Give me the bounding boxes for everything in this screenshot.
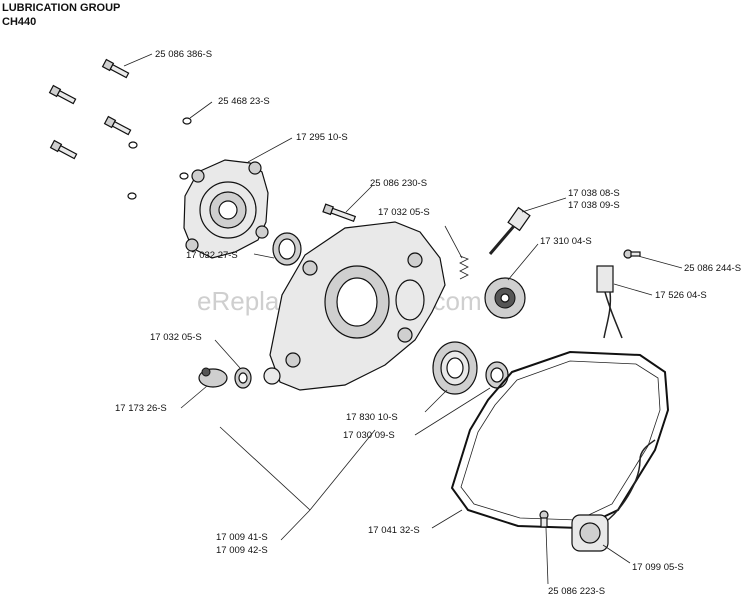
- label-1703227S[interactable]: 17 032 27-S: [186, 250, 238, 261]
- ball-bearing[interactable]: [432, 341, 478, 395]
- label-1703009S[interactable]: 17 030 09-S: [343, 430, 395, 441]
- gasket[interactable]: [450, 350, 670, 530]
- label-25086244S[interactable]: 25 086 244-S: [684, 263, 741, 274]
- bolt-group[interactable]: [48, 58, 132, 160]
- oil-seal[interactable]: [272, 232, 302, 266]
- label-1731004S[interactable]: 17 310 04-S: [540, 236, 592, 247]
- label-25086223S[interactable]: 25 086 223-S: [548, 586, 605, 597]
- part-labels: 25 086 386-S 25 468 23-S 17 295 10-S 25 …: [115, 49, 741, 597]
- label-25086386S[interactable]: 25 086 386-S: [155, 49, 212, 60]
- label-1752604S[interactable]: 17 526 04-S: [655, 290, 707, 301]
- label-1700942S[interactable]: 17 009 42-S: [216, 545, 268, 556]
- label-1783010S[interactable]: 17 830 10-S: [346, 412, 398, 423]
- label-25086230S[interactable]: 25 086 230-S: [370, 178, 427, 189]
- label-2546823S[interactable]: 25 468 23-S: [218, 96, 270, 107]
- flange-cover[interactable]: [183, 159, 269, 259]
- crank-seal[interactable]: [485, 361, 509, 389]
- label-1700941S[interactable]: 17 009 41-S: [216, 532, 268, 543]
- label-1703205S-lower[interactable]: 17 032 05-S: [150, 332, 202, 343]
- o-ring-group[interactable]: [127, 117, 192, 200]
- washer-lower[interactable]: [234, 367, 252, 389]
- oil-sensor[interactable]: [596, 265, 623, 339]
- drain-fitting[interactable]: [198, 367, 228, 388]
- label-1703809S[interactable]: 17 038 09-S: [568, 200, 620, 211]
- label-1717326S[interactable]: 17 173 26-S: [115, 403, 167, 414]
- label-1703808S[interactable]: 17 038 08-S: [568, 188, 620, 199]
- dipstick[interactable]: [488, 206, 531, 255]
- level-sensor[interactable]: [571, 439, 656, 552]
- screw-small[interactable]: [623, 249, 641, 259]
- spring-upper[interactable]: [459, 255, 469, 280]
- diagram-model: CH440: [2, 16, 36, 28]
- crankcase[interactable]: [263, 221, 446, 391]
- diagram-title: LUBRICATION GROUP: [2, 2, 120, 14]
- label-1704132S[interactable]: 17 041 32-S: [368, 525, 420, 536]
- label-1729510S[interactable]: 17 295 10-S: [296, 132, 348, 143]
- label-1703205S-upper[interactable]: 17 032 05-S: [378, 207, 430, 218]
- screw[interactable]: [322, 203, 357, 223]
- leader-lines: [123, 53, 683, 585]
- label-1709905S[interactable]: 17 099 05-S: [632, 562, 684, 573]
- oil-pump-gear[interactable]: [484, 277, 526, 319]
- screw-bottom[interactable]: [539, 510, 549, 528]
